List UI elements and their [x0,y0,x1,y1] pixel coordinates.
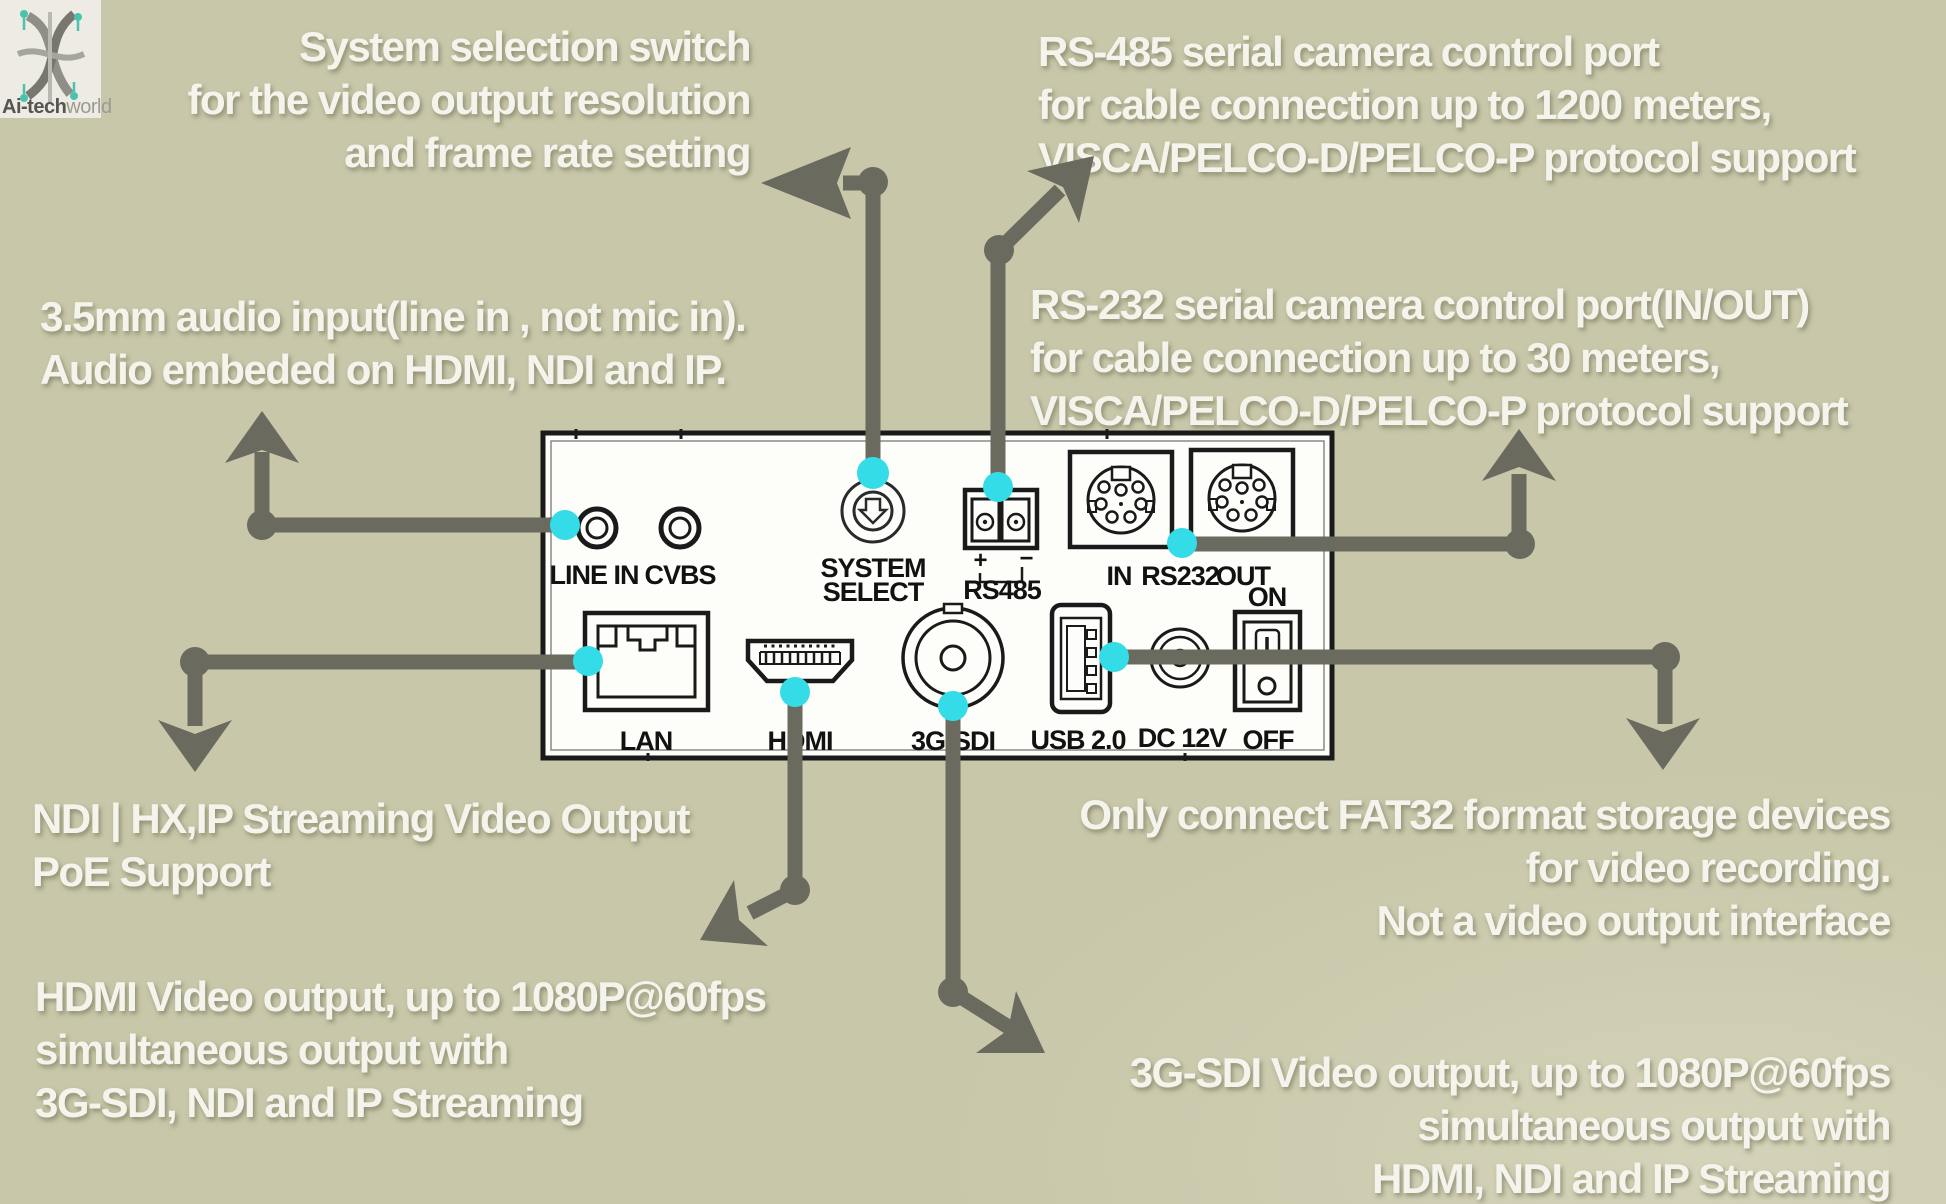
circuit-logo-icon [16,10,86,104]
arrow-left-icon [761,147,851,219]
logo [0,0,101,118]
line-end-dot [180,647,210,677]
label-rs485-minus: − [1019,545,1033,572]
annotation-line: NDI | HX,IP Streaming Video Output [32,795,690,842]
arrow-up-right-icon [1027,156,1094,223]
annotation-sdi-out: 3G-SDI Video output, up to 1080P@60fps s… [1129,1046,1892,1204]
label-rs485: RS485 [963,575,1042,605]
annotation-usb-storage: Only connect FAT32 format storage device… [1079,788,1892,947]
line-end-dot [938,977,968,1007]
line-end-dot [984,235,1014,265]
annotation-line: for cable connection up to 1200 meters, [1038,81,1772,128]
dial-arrow-slot-icon [856,497,890,525]
port-hdmi [745,638,855,684]
annotation-line: 3G-SDI, NDI and IP Streaming [35,1079,584,1126]
annotation-line: System selection switch [298,23,752,70]
marker-system-select [857,457,889,489]
annotation-line: VISCA/PELCO-D/PELCO-P protocol support [1038,134,1857,181]
annotation-line: simultaneous output with [35,1026,509,1073]
marker-lan [573,646,603,676]
annotation-rs485: RS-485 serial camera control port for ca… [1038,25,1857,184]
line-end-dot [858,167,888,197]
line-end-dot [247,510,277,540]
port-markers [550,457,1197,721]
marker-hdmi [780,677,810,707]
label-cvbs: CVBS [644,560,715,590]
line-end-dot [780,875,810,905]
annotation-line: HDMI, NDI and IP Streaming [1372,1155,1891,1202]
brand-text: Ai-techworld [2,96,112,119]
arrow-down-right-icon [976,991,1045,1053]
annotation-line: 3G-SDI Video output, up to 1080P@60fps [1129,1049,1892,1096]
label-rs232: RS232 [1141,561,1219,591]
arrow-up-icon [1482,429,1556,481]
annotation-system-select: System selection switch for the video ou… [187,20,752,179]
annotation-line: VISCA/PELCO-D/PELCO-P protocol support [1030,387,1849,434]
marker-rs232 [1167,528,1197,558]
brand-bold: Ai-tech [2,96,67,118]
annotation-line: Only connect FAT32 format storage device… [1079,791,1891,838]
marker-sdi [938,691,968,721]
arrow-down-icon [1626,718,1700,770]
arrow-down-left-icon [700,880,768,946]
label-rs232-in: IN [1107,561,1132,591]
marker-line-in [550,510,580,540]
annotation-line: RS-485 serial camera control port [1038,28,1660,75]
arrow-down-icon [158,720,232,772]
annotation-audio-in: 3.5mm audio input(line in , not mic in).… [40,290,747,396]
marker-usb [1099,642,1129,672]
annotation-line: PoE Support [32,848,271,895]
marker-rs485 [983,472,1013,502]
rs485-polarity-bracket [978,567,1024,584]
brand-light: world [66,96,112,118]
label-dc: DC 12V [1138,723,1228,753]
port-cvbs [658,506,702,550]
label-rs485-plus: + [973,547,987,574]
annotation-lan-ndi: NDI | HX,IP Streaming Video Output PoE S… [32,792,690,898]
label-rs232-out: OUT [1216,561,1272,591]
line-end-dot [1505,529,1535,559]
annotation-hdmi-out: HDMI Video output, up to 1080P@60fps sim… [35,970,767,1129]
label-line-in: LINE IN [549,560,638,590]
annotation-line: RS-232 serial camera control port(IN/OUT… [1030,281,1810,328]
annotation-rs232: RS-232 serial camera control port(IN/OUT… [1030,278,1849,437]
annotation-line: Not a video output interface [1376,897,1892,944]
annotation-line: 3.5mm audio input(line in , not mic in). [40,293,747,340]
connector-arrows [158,147,1700,1053]
label-system-select-2: SELECT [823,577,925,607]
annotation-line: for cable connection up to 30 meters, [1030,334,1721,381]
annotation-line: Audio embeded on HDMI, NDI and IP. [40,346,727,393]
label-usb: USB 2.0 [1030,725,1125,755]
annotation-line: for video recording. [1525,844,1892,891]
line-end-dot [1650,642,1680,672]
port-rs232-in [1067,449,1175,550]
label-system-select-1: SYSTEM [820,553,925,583]
label-switch-on: ON [1248,582,1287,612]
label-switch-off: OFF [1243,725,1294,755]
label-lan: LAN [620,726,673,756]
annotation-line: and frame rate setting [344,129,751,176]
annotation-line: HDMI Video output, up to 1080P@60fps [35,973,767,1020]
annotation-line: simultaneous output with [1417,1102,1891,1149]
arrow-up-icon [225,411,299,463]
panel-outline [540,429,1335,761]
annotation-line: for the video output resolution [187,76,752,123]
